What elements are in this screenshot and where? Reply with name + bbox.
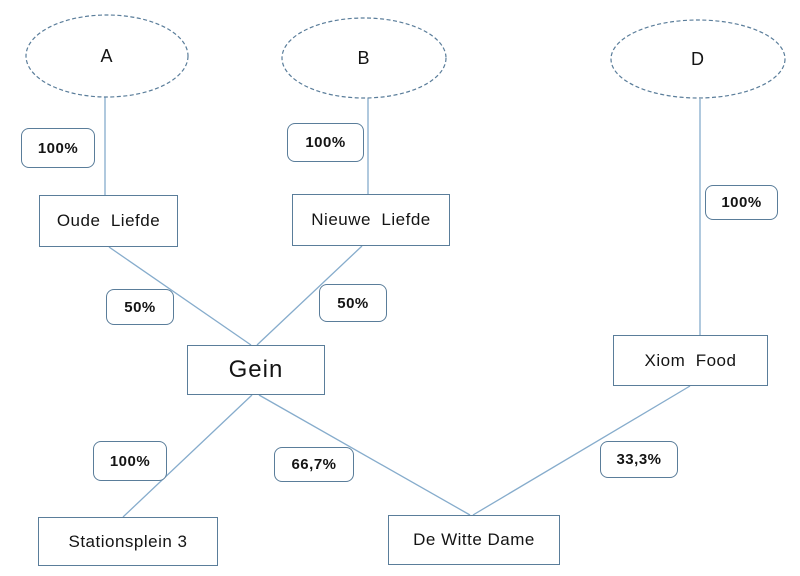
- node-xiom-food: Xiom Food: [613, 335, 768, 386]
- edge-label-gein-stationsplein-3: 100%: [93, 441, 167, 481]
- node-nieuwe-liefde: Nieuwe Liefde: [292, 194, 450, 246]
- edge-label-xiom-food-de-witte-dame: 33,3%: [600, 441, 678, 478]
- node-gein: Gein: [187, 345, 325, 395]
- entity-a-label: A: [100, 45, 114, 66]
- edge-label-nieuwe-liefde-gein: 50%: [319, 284, 387, 322]
- entity-d-ellipse: [610, 19, 786, 99]
- edge-label-gein-de-witte-dame: 66,7%: [274, 447, 354, 482]
- edge-label-d-xiom-food: 100%: [705, 185, 778, 220]
- edge-gein-de-witte-dame: [258, 394, 471, 516]
- edge-label-a-oude-liefde: 100%: [21, 128, 95, 168]
- entity-a-ellipse: [25, 14, 189, 98]
- edge-gein-stationsplein-3: [122, 394, 253, 518]
- entity-d-label: D: [691, 48, 705, 69]
- node-oude-liefde: Oude Liefde: [39, 195, 178, 247]
- node-de-witte-dame: De Witte Dame: [388, 515, 560, 565]
- edge-label-b-nieuwe-liefde: 100%: [287, 123, 364, 162]
- node-stationsplein-3: Stationsplein 3: [38, 517, 218, 566]
- entity-b-ellipse: [281, 17, 447, 99]
- edge-xiom-food-de-witte-dame: [472, 385, 691, 516]
- entity-b-label: B: [357, 47, 371, 68]
- edge-oude-liefde-gein: [108, 246, 252, 346]
- edge-label-oude-liefde-gein: 50%: [106, 289, 174, 325]
- edge-nieuwe-liefde-gein: [256, 245, 363, 346]
